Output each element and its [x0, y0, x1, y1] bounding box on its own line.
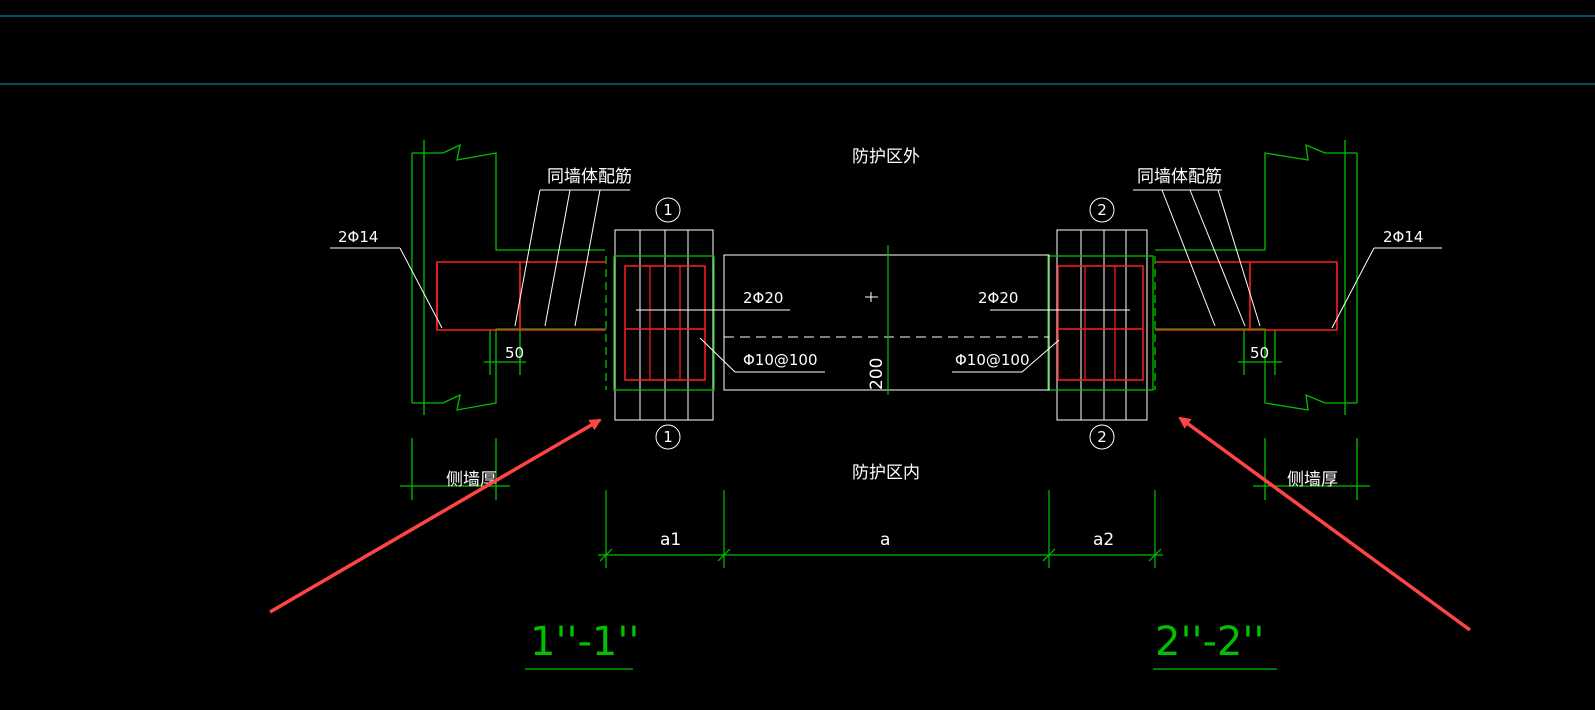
outside-zone-label: 防护区外 [852, 147, 920, 167]
bottom-dimension-line [598, 490, 1163, 568]
dim-50-right: 50 [1250, 344, 1269, 362]
wall-rebar [436, 261, 1338, 331]
section-title-right: 2''-2'' [1155, 619, 1264, 665]
dim-200: 200 [867, 358, 887, 390]
center-wall [723, 245, 1050, 395]
dim-a: a [880, 530, 890, 550]
left-column [605, 229, 715, 421]
callout-2-bottom: 2 [1097, 428, 1107, 446]
rebar-2phi14-right: 2Φ14 [1383, 228, 1423, 246]
callout-1-top: 1 [663, 201, 673, 219]
section-callouts: 1 1 2 2 [655, 197, 1115, 450]
dim-a2: a2 [1093, 530, 1114, 550]
dim-50-left: 50 [505, 344, 524, 362]
rebar-2phi20-right: 2Φ20 [978, 289, 1018, 307]
inside-zone-label: 防护区内 [852, 463, 920, 483]
annotation-arrow-left [269, 418, 602, 614]
callout-1-bottom: 1 [663, 428, 673, 446]
same-wall-rebar-label-right: 同墙体配筋 [1137, 167, 1222, 187]
annotation-arrow-right [1178, 416, 1472, 632]
side-wall-thickness-right: 侧墙厚 [1287, 470, 1338, 490]
stirrup-label-left: Φ10@100 [743, 351, 818, 369]
stirrup-label-right: Φ10@100 [955, 351, 1030, 369]
leader-lines [330, 189, 1442, 373]
side-wall-thickness-left: 侧墙厚 [446, 470, 497, 490]
right-side-wall [1155, 140, 1370, 500]
section-title-left: 1''-1'' [530, 619, 639, 665]
rebar-2phi20-left: 2Φ20 [743, 289, 783, 307]
dim-a1: a1 [660, 530, 681, 550]
left-side-wall [400, 140, 605, 500]
rebar-2phi14-left: 2Φ14 [338, 228, 378, 246]
top-guide-lines [0, 15, 1595, 85]
callout-2-top: 2 [1097, 201, 1107, 219]
right-column [1047, 229, 1156, 421]
same-wall-rebar-label-left: 同墙体配筋 [547, 167, 632, 187]
